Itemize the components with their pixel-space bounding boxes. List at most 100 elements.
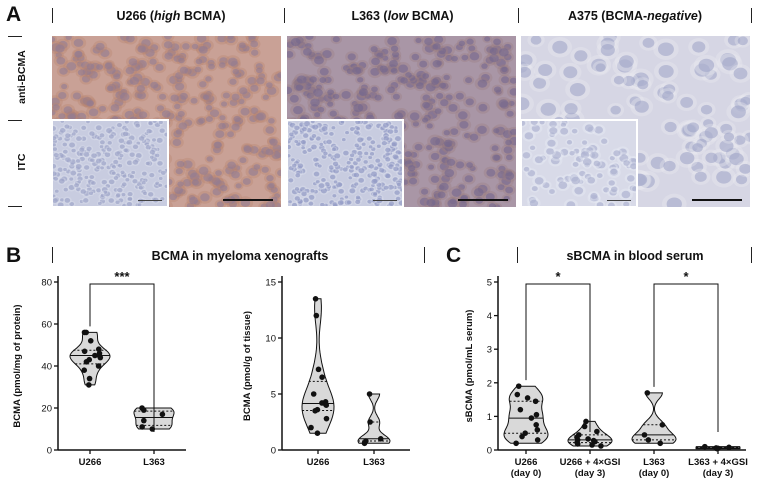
data-point xyxy=(92,352,98,359)
cell-nucleus xyxy=(268,182,275,189)
cell-nucleus xyxy=(81,136,87,141)
cell-nucleus xyxy=(363,186,368,191)
data-point xyxy=(702,443,708,450)
data-point xyxy=(641,432,648,438)
cell-nucleus xyxy=(125,178,130,182)
cell-nucleus xyxy=(380,126,385,131)
cell-nucleus xyxy=(455,161,465,169)
cell-nucleus xyxy=(539,121,545,125)
cell-nucleus xyxy=(83,198,89,203)
cell-nucleus xyxy=(341,138,346,142)
cell-nucleus xyxy=(200,193,210,202)
cell-nucleus xyxy=(155,181,160,186)
cell-nucleus xyxy=(621,190,631,199)
cell-nucleus xyxy=(613,150,621,157)
cell-nucleus xyxy=(466,162,473,168)
cell-nucleus xyxy=(369,152,375,156)
cell-nucleus xyxy=(70,170,77,176)
cell-nucleus xyxy=(426,199,436,207)
data-point xyxy=(310,391,317,397)
cell-nucleus xyxy=(703,119,714,128)
cell-nucleus xyxy=(610,105,621,115)
cell-nucleus xyxy=(493,38,501,46)
cell-nucleus xyxy=(698,58,715,72)
cell-nucleus xyxy=(229,99,238,106)
cell-nucleus xyxy=(53,152,59,158)
cell-nucleus xyxy=(392,154,399,160)
cell-nucleus xyxy=(123,148,128,153)
cell-nucleus xyxy=(493,128,500,134)
cell-nucleus xyxy=(222,92,230,99)
cell-nucleus xyxy=(557,177,564,183)
cell-nucleus xyxy=(663,160,676,172)
cell-nucleus xyxy=(301,81,312,90)
cell-nucleus xyxy=(458,184,466,190)
cell-nucleus xyxy=(415,37,422,43)
data-point xyxy=(514,391,521,398)
cell-nucleus xyxy=(547,139,556,147)
cell-nucleus xyxy=(129,76,139,85)
cell-nucleus xyxy=(376,123,382,129)
cell-nucleus xyxy=(637,80,649,90)
cell-nucleus xyxy=(587,177,596,184)
cell-nucleus xyxy=(522,152,531,159)
cell-nucleus xyxy=(287,51,294,58)
cell-nucleus xyxy=(74,50,83,58)
cell-nucleus xyxy=(92,161,98,167)
cell-nucleus xyxy=(327,89,335,96)
cell-nucleus xyxy=(69,202,75,206)
cell-nucleus xyxy=(303,133,309,138)
cell-nucleus xyxy=(343,150,349,156)
cell-nucleus xyxy=(172,138,182,147)
data-point xyxy=(315,366,322,373)
cell-nucleus xyxy=(59,67,68,75)
data-point xyxy=(323,415,330,422)
cell-nucleus xyxy=(266,86,277,95)
cell-nucleus xyxy=(53,176,58,181)
cell-nucleus xyxy=(522,121,526,126)
cell-nucleus xyxy=(352,67,362,75)
row-tick xyxy=(8,206,22,207)
cell-nucleus xyxy=(170,43,180,51)
cell-nucleus xyxy=(177,110,185,117)
cell-nucleus xyxy=(375,189,381,194)
cell-nucleus xyxy=(136,181,143,187)
cell-nucleus xyxy=(256,77,265,85)
cell-nucleus xyxy=(182,160,193,169)
cell-nucleus xyxy=(220,101,228,107)
cell-nucleus xyxy=(443,74,450,81)
cell-nucleus xyxy=(610,186,618,193)
cell-nucleus xyxy=(332,185,337,189)
cell-nucleus xyxy=(174,103,181,110)
cell-nucleus xyxy=(383,129,389,134)
cell-nucleus xyxy=(60,198,64,202)
cell-nucleus xyxy=(266,175,274,182)
cell-nucleus xyxy=(315,180,320,184)
cell-nucleus xyxy=(218,62,226,68)
cell-nucleus xyxy=(382,122,389,128)
cell-nucleus xyxy=(623,201,630,206)
cell-nucleus xyxy=(348,168,354,173)
cell-nucleus xyxy=(608,180,615,186)
y-tick-label: 0 xyxy=(271,446,276,457)
cell-nucleus xyxy=(100,193,105,198)
x-tick-label: (day 3) xyxy=(703,468,734,479)
x-tick-label: (day 3) xyxy=(575,468,606,479)
cell-nucleus xyxy=(138,136,145,141)
cell-nucleus xyxy=(71,132,76,136)
cell-nucleus xyxy=(320,202,325,206)
cell-nucleus xyxy=(304,188,310,193)
cell-nucleus xyxy=(357,77,364,83)
cell-nucleus xyxy=(692,41,706,53)
header-divider xyxy=(52,8,53,23)
cell-nucleus xyxy=(533,77,547,89)
cell-nucleus xyxy=(466,38,474,45)
cell-nucleus xyxy=(387,184,394,190)
cell-nucleus xyxy=(560,122,567,128)
cell-nucleus xyxy=(692,143,703,153)
cell-nucleus xyxy=(305,36,314,40)
cell-nucleus xyxy=(313,171,320,177)
data-point xyxy=(141,417,147,424)
cell-nucleus xyxy=(209,109,220,118)
